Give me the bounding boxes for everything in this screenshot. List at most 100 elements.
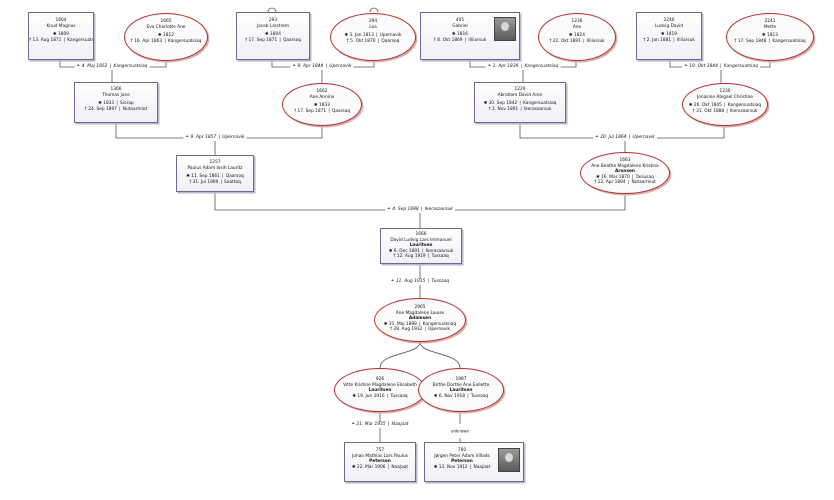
birth-info: ✱ 1809 [53,32,69,38]
person-name: Ane Beathe Magdalene Kristine [591,163,659,169]
death-info: † 17. Sep 1871 | Qaarsoq [244,37,302,43]
person-id: 2965 [414,305,426,310]
person-name: Mette [763,24,777,30]
person-card-paulus-adam[interactable]: 1257 Paulus Adam Iosih Lauritz ✱ 11. Sep… [176,155,254,192]
birth-info: ✱ 1813 [762,33,778,39]
birth-info: ✱ 1833 | Siorap [98,101,134,107]
person-card-knud-magnus[interactable]: 1664 Knud Magnus ✱ 1809 † 13. Aug 1871 |… [28,12,94,60]
death-info: † 12. Apr 1894 | Nutaarmiut [594,180,656,186]
person-id: 2241 [764,19,776,24]
person-card-johan-mathias[interactable]: 757 Johan Mathias Lars Paulus Petersen ✱… [344,442,416,482]
death-info: † 17. Sep 1871 | Qaarsoq [293,108,351,114]
marriage-label: ⚭ 4. Maj 1852 | Kangersuatsiaq [74,64,150,70]
person-id: 757 [375,448,385,453]
marriage-label: ⚭ 1. Apr 1839 | Kangersuatsiaq [485,64,561,70]
person-card-ane[interactable]: 1236 Ane ✱ 1824 † 22. Okt 1891 | Illiiar… [538,13,616,61]
person-name: David Ludvig Lars Immanuel [390,237,452,243]
person-id: 293 [268,18,278,23]
birth-info: ✱ 1824 [569,33,585,39]
person-name: Ane Magdalene Louise [395,310,445,316]
person-card-ane-annine[interactable]: 1662 Ane Annine ✱ 1833 † 17. Sep 1871 | … [282,83,362,126]
person-name: Ane [572,24,582,30]
birth-info: ✱ 1819 [661,32,677,38]
person-id: 1662 [316,89,328,94]
person-name: Jonasine Abigael Christine [696,94,753,100]
portrait-photo [494,17,516,41]
person-card-abraham-david-aron[interactable]: 1229 Abraham David Aron ✱ 30. Sep 1842 |… [474,82,566,123]
marriage-label: ⚭ 19. Okt 1844 | Kangersuatsiaq [682,64,760,70]
person-id: 1664 [55,18,67,23]
person-id: 1665 [160,19,172,24]
person-name: Johan Mathias Lars Paulus [352,453,408,459]
person-card-ludvig-david[interactable]: 2240 Ludvig David ✱ 1819 † 2. Jan 1881 |… [636,12,702,60]
person-card-mette[interactable]: 2241 Mette ✱ 1813 † 17. Sep 1848 | Kange… [726,13,814,61]
person-card-jacob-larstrem[interactable]: 293 Jacob Larstrem ✱ 1804 † 17. Sep 1871… [236,12,310,60]
death-info: † 22. Okt 1891 | Illiiarsuk [549,38,605,44]
person-card-ane-beathe[interactable]: 1663 Ane Beathe Magdalene Kristine Arons… [580,152,670,194]
person-name: Ludvig David [654,23,683,29]
birth-info: ✱ 26. Okt 1845 | Kangersuatsiaq [688,103,762,109]
person-name: Jacob Larstrem [256,23,290,29]
marriage-label: ⚭ 11. Aug 1915 | Tussaaq [388,279,452,285]
person-card-lea[interactable]: 294 Lea ✱ 3. Jan 1813 | Upernavik † 5. O… [330,13,416,61]
person-name: Birthe Dorthe Ane Eollette [432,382,490,388]
person-name: Knud Magnus [46,23,76,29]
birth-info: ✱ 6. Nov 1918 | Tussaaq [433,393,489,399]
death-info: † 5. Okt 1870 | Qaarsoq [346,38,400,44]
person-card-ane-magdalene-louise[interactable]: 2965 Ane Magdalene Louise Adamsen ✱ 31. … [374,298,466,342]
death-info: † 2. Nov 1891 | Ikerasaarsuk [488,106,552,112]
person-card-david-ludvig[interactable]: 1666 David Ludvig Lars Immanuel Lauritse… [380,228,462,264]
birth-info: ✱ 13. Nov 1912 | Naajaat [433,464,491,470]
person-surname: Petersen [369,459,391,465]
person-name: Jørgen Peter Adam Villads [434,453,490,459]
death-info: † 16. Apr 1863 | Kangersuatsiaq [130,38,202,44]
birth-info: ✱ 31. Maj 1898 | Kangersuatsiaq [383,321,457,327]
person-surname: Aronsen [615,169,635,175]
portrait-photo [498,448,520,472]
person-id: 1987 [455,377,467,382]
death-info: † 2. Jan 1881 | Illiiarsuk [643,37,695,43]
person-id: 1236 [571,19,583,24]
person-id: 294 [368,19,378,24]
person-id: 405 [455,18,465,23]
birth-info: ✱ 1812 [158,33,174,39]
person-name: Gabriel [452,23,468,29]
death-info: † 31. Jul 1909 | Saattoq [189,179,241,185]
person-card-eva-charlotte-ane[interactable]: 1665 Eva Charlotte Ane ✱ 1812 † 16. Apr … [124,13,208,61]
person-card-jorgen-peter[interactable]: 760 Jørgen Peter Adam Villads Petersen ✱… [424,442,524,482]
birth-info: ✱ 3. Jan 1813 | Upernavik [344,33,402,39]
death-info: † 24. Sep 1897 | Nutaarmiut [84,106,148,112]
birth-info: ✱ 16. Mar 1870 | Tasiusaq [596,174,654,180]
person-id: 926 [375,377,385,382]
person-name: Abraham David Aron [497,92,543,98]
marriage-label: ⚭ 8. Apr 1844 | Upernavik [290,64,354,70]
birth-info: ✱ 1833 [314,103,330,109]
person-id: 1229 [514,87,526,92]
birth-info: ✱ 1816 [452,32,468,38]
person-surname: Adamsen [408,316,432,322]
person-id: 2240 [663,18,675,23]
person-card-birthe-dorthe[interactable]: 1987 Birthe Dorthe Ane Eollette Lauritse… [418,368,504,412]
person-id: 1230 [719,89,731,94]
person-name: Thomas Jane [102,92,130,98]
death-info: † 28. Aug 1932 | Upernavik [389,327,451,333]
person-surname: Lauritsen [368,388,392,394]
birth-info: ✱ 22. Mar 1906 | Naajaat [351,464,409,470]
death-info: † 31. Okt 1888 | Ikerasaarsuk [692,108,758,114]
person-name: Lea [369,24,377,30]
marriage-label: ⚭ 20. Jul 1864 | Upernavik [593,135,657,141]
person-card-vitte-kristine[interactable]: 926 Vitte Kristine Magdalene Elisabeth L… [334,368,426,412]
marriage-label: ⚭ 9. Apr 1857 | Upernavik [183,135,247,141]
person-id: 760 [457,448,467,453]
birth-info: ✱ 1804 [265,32,281,38]
person-card-gabriel[interactable]: 405 Gabriel ✱ 1816 † 8. Okt 1869 | Illii… [420,12,520,60]
birth-info: ✱ 11. Sep 1861 | Qaarsoq [186,174,244,180]
person-name: Vitte Kristine Magdalene Elisabeth [343,382,417,388]
person-name: Paulus Adam Iosih Lauritz [187,165,243,171]
person-surname: Lauritsen [409,243,433,249]
person-card-thomas-jane[interactable]: 1366 Thomas Jane ✱ 1833 | Siorap † 24. S… [74,82,158,123]
person-card-jonasine-abigael-christine[interactable]: 1230 Jonasine Abigael Christine ✱ 26. Ok… [682,83,768,126]
birth-info: ✱ 6. Dec 1891 | Ikerasaarsuk [388,248,454,254]
death-info: † 8. Okt 1869 | Illiiarsuk [433,37,487,43]
person-id: 1366 [110,87,122,92]
